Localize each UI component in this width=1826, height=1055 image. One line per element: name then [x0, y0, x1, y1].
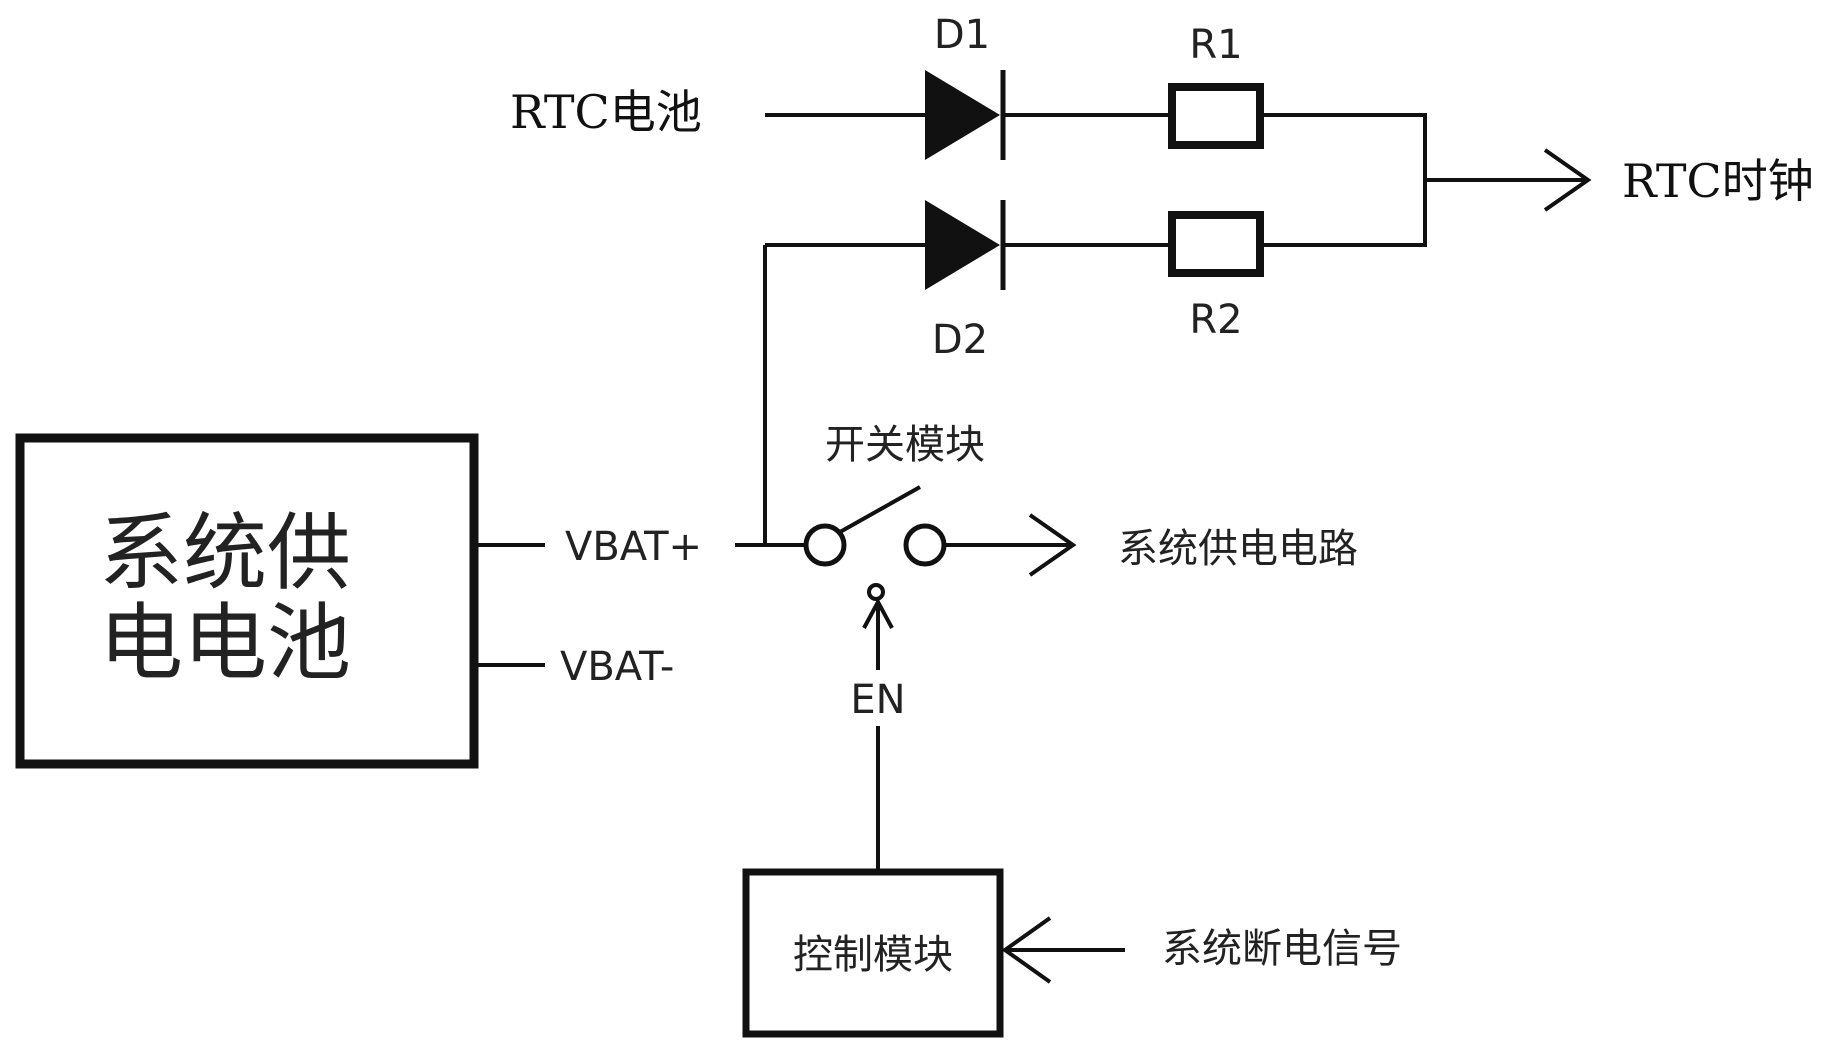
switch-right-contact: [903, 523, 947, 567]
diode-d2-symbol: [925, 200, 1000, 290]
diode-d1-label: D1: [934, 12, 990, 58]
diode-d1-symbol: [925, 70, 1000, 160]
power-off-signal-arrowhead: [1001, 916, 1052, 984]
enable-label: EN: [850, 677, 905, 723]
power-off-signal-label: 系统断电信号: [1162, 926, 1402, 972]
rtc-clock-label: RTC时钟: [1622, 154, 1814, 208]
resistor-r1-label: R1: [1189, 22, 1242, 68]
system-battery-label-line2: 电电池: [99, 594, 351, 692]
vbat-minus-label: VBAT-: [560, 644, 674, 690]
rtc-clock-arrowhead: [1543, 148, 1592, 212]
rtc-battery-label: RTC电池: [510, 85, 702, 139]
resistor-r2: [1168, 211, 1264, 277]
control-module-label: 控制模块: [793, 932, 953, 978]
resistor-r2-label: R2: [1189, 297, 1242, 343]
system-battery-label-line1: 系统供: [99, 504, 351, 602]
system-circuit-arrowhead: [1028, 513, 1077, 577]
system-circuit-label: 系统供电电路: [1118, 526, 1358, 572]
enable-arrowhead: [862, 597, 894, 629]
system-battery-box: [15, 433, 479, 769]
switch-module-label: 开关模块: [825, 422, 985, 468]
enable-label-bg: [845, 670, 911, 726]
diode-d2-label: D2: [932, 317, 988, 363]
resistor-r1: [1168, 83, 1264, 149]
enable-pin: [867, 583, 885, 601]
switch-left-contact: [803, 523, 847, 567]
switch-lever: [839, 485, 921, 534]
control-module-box: [742, 868, 1004, 1038]
vbat-plus-label: VBAT+: [565, 524, 702, 570]
